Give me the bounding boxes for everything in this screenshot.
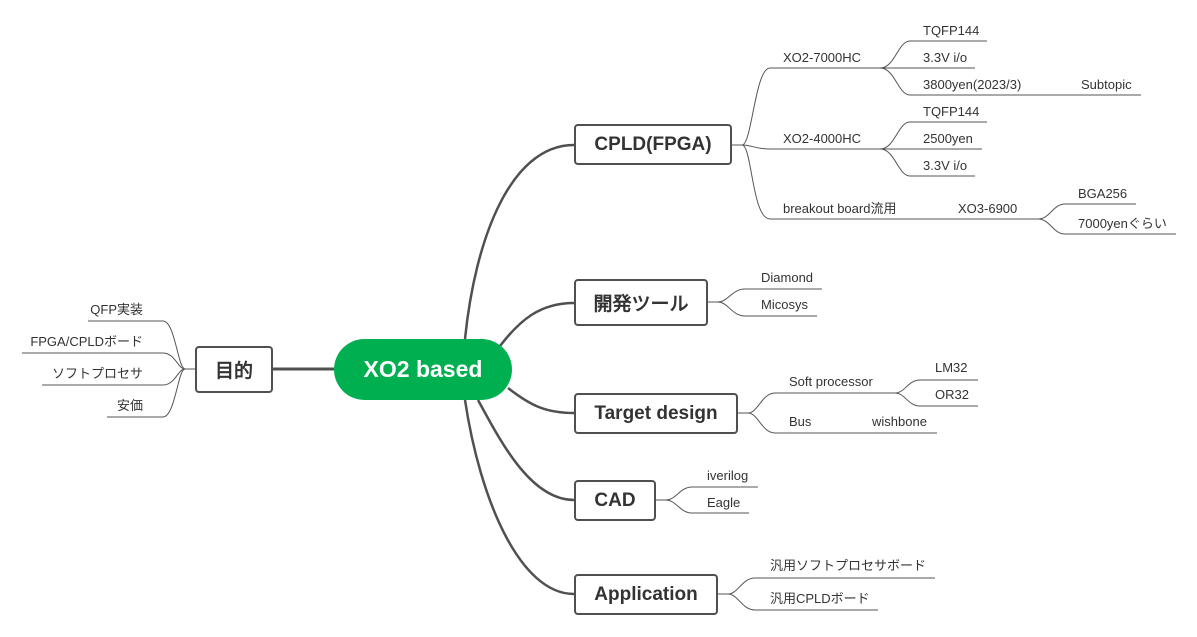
subtopic-soft-processor-design[interactable]: Soft processor: [789, 374, 873, 389]
connector-root-application: [463, 399, 575, 596]
connector-3v3-b: [879, 148, 975, 177]
connector-diamond: [717, 288, 822, 303]
subtopic-fpga-cpld-board[interactable]: FPGA/CPLDボード: [30, 334, 143, 349]
connector-xo2-7000: [741, 67, 880, 146]
subtopic-xo2-4000hc[interactable]: XO2-4000HC: [783, 131, 862, 146]
topic-application[interactable]: Application: [574, 574, 718, 615]
topic-purpose[interactable]: 目的: [195, 346, 273, 393]
connector-or32: [894, 392, 978, 407]
subtopic-diamond[interactable]: Diamond: [761, 270, 814, 285]
subtopic-micosys[interactable]: Micosys: [761, 297, 808, 312]
subtopic-2500yen[interactable]: 2500yen: [923, 131, 973, 146]
connector-root-cpld: [463, 143, 575, 340]
subtopic-iverilog[interactable]: iverilog: [707, 468, 749, 483]
topic-dev-tools[interactable]: 開発ツール: [574, 279, 708, 326]
subtopic-3v3-io-b[interactable]: 3.3V i/o: [923, 158, 968, 173]
connector-purpose-child: [88, 320, 186, 370]
connector-root-cad: [476, 399, 575, 502]
topic-target-design[interactable]: Target design: [574, 393, 738, 434]
connector-purpose-child: [22, 352, 186, 370]
connector-purpose-child: [107, 368, 186, 418]
subtopic-cheap[interactable]: 安価: [116, 398, 143, 413]
connector-root-devtools: [499, 301, 575, 347]
subtopic-eagle[interactable]: Eagle: [707, 495, 741, 510]
connector-tqfp-b: [879, 121, 987, 150]
connector-xo2-4000: [741, 144, 880, 150]
connector-iverilog: [665, 486, 758, 501]
subtopic-3v3-io-a[interactable]: 3.3V i/o: [923, 50, 968, 65]
connector-tqfp-a: [879, 40, 987, 69]
subtopic-tqfp144-a[interactable]: TQFP144: [923, 23, 980, 38]
connector-7000yen: [1037, 218, 1176, 235]
connector-purpose-child: [42, 368, 186, 386]
subtopic-breakout-board[interactable]: breakout board流用: [783, 201, 897, 216]
subtopic-3800yen[interactable]: 3800yen(2023/3): [923, 77, 1022, 92]
subtopic-tqfp144-b[interactable]: TQFP144: [923, 104, 980, 119]
subtopic-wishbone[interactable]: wishbone: [872, 414, 927, 429]
subtopic-soft-processor[interactable]: ソフトプロセサ: [51, 366, 143, 381]
subtopic-subtopic[interactable]: Subtopic: [1081, 77, 1132, 92]
subtopic-general-soft-processor-board[interactable]: 汎用ソフトプロセサボード: [770, 558, 927, 573]
connector-3800yen: [879, 67, 1141, 96]
subtopic-7000yen[interactable]: 7000yenぐらい: [1078, 216, 1167, 231]
subtopic-xo3-6900[interactable]: XO3-6900: [958, 201, 1018, 216]
topic-cad[interactable]: CAD: [574, 480, 656, 521]
subtopic-xo2-7000hc[interactable]: XO2-7000HC: [783, 50, 862, 65]
connector-bga256: [1037, 203, 1136, 220]
subtopic-general-cpld-board[interactable]: 汎用CPLDボード: [770, 591, 870, 606]
connector-general-soft: [727, 577, 935, 595]
subtopic-lm32[interactable]: LM32: [935, 360, 968, 375]
subtopic-bus[interactable]: Bus: [789, 414, 812, 429]
connector-soft-processor: [747, 392, 895, 414]
topic-cpld-fpga[interactable]: CPLD(FPGA): [574, 124, 732, 165]
connector-lm32: [894, 379, 978, 394]
connector-eagle: [665, 499, 749, 514]
connector-breakout: [741, 144, 1038, 220]
connector-micosys: [717, 301, 817, 317]
subtopic-qfp[interactable]: QFP実装: [90, 302, 143, 317]
connector-bus: [747, 412, 937, 434]
subtopic-or32[interactable]: OR32: [935, 387, 969, 402]
root-topic[interactable]: XO2 based: [334, 339, 512, 400]
connector-general-cpld: [727, 593, 878, 611]
subtopic-bga256[interactable]: BGA256: [1078, 186, 1128, 201]
connector-root-target: [507, 387, 575, 415]
